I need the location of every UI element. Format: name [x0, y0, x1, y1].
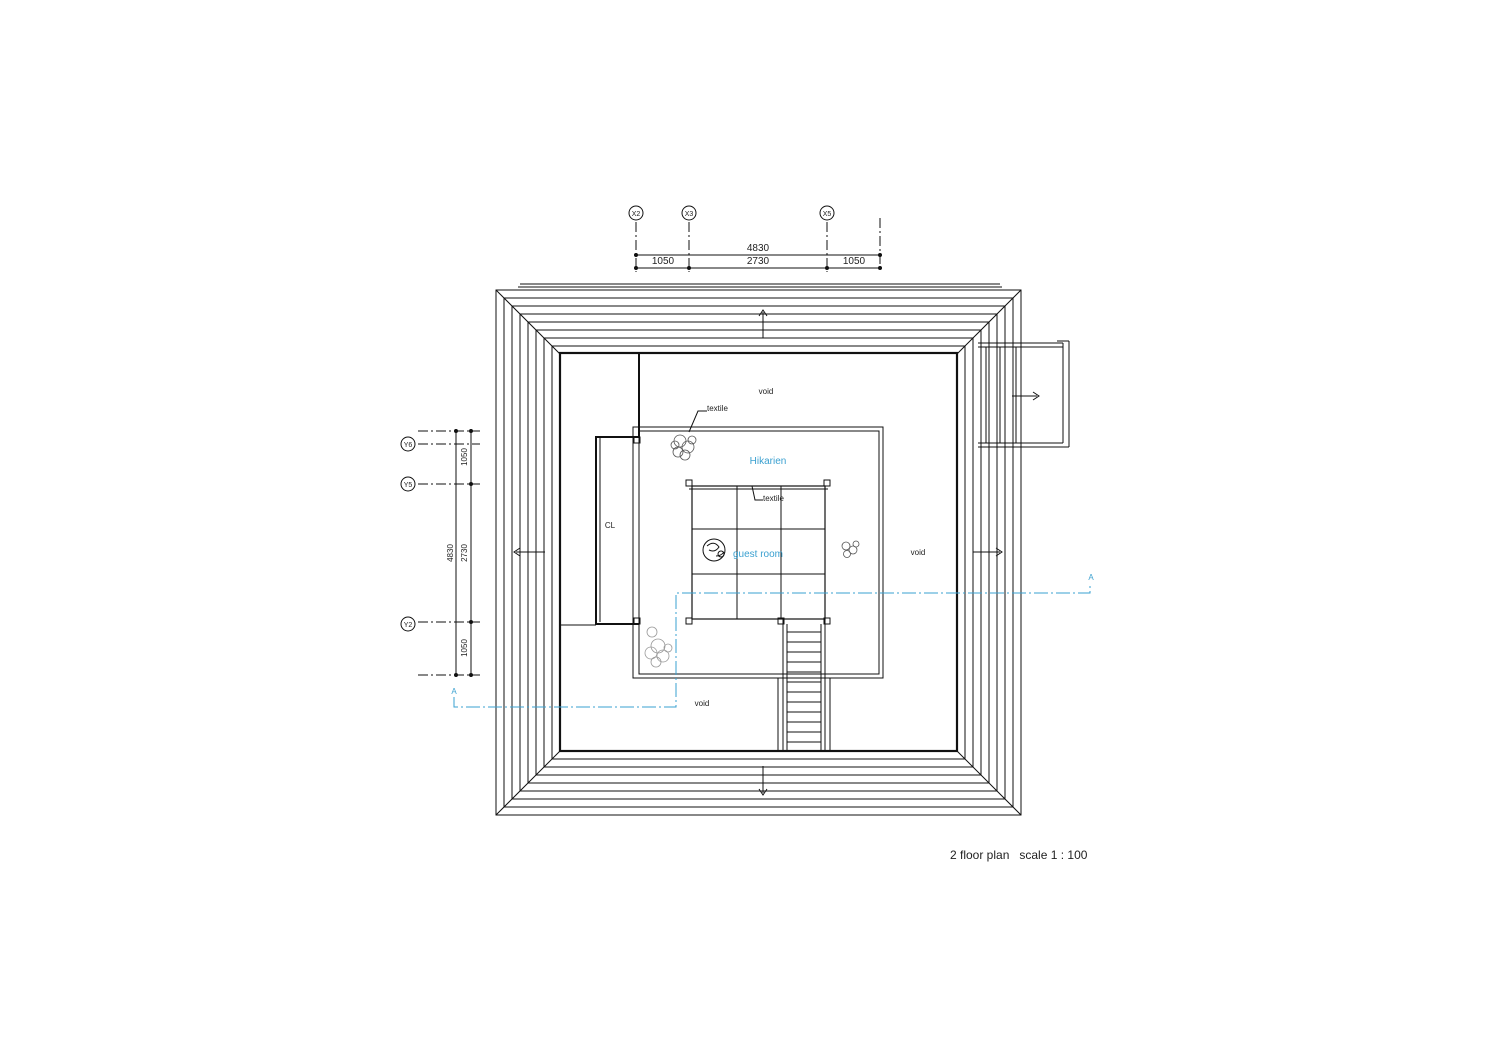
void-top-label: void: [759, 387, 774, 396]
plant-right: [841, 540, 860, 558]
right-balcony: [978, 340, 1070, 448]
top-total-dimension: 4830: [747, 243, 770, 254]
void-right-label: void: [911, 548, 926, 557]
left-dimension-3: 1050: [460, 639, 469, 657]
textile-note-2: textile: [763, 494, 784, 503]
person-symbol: [702, 538, 726, 562]
section-mark-left: A: [451, 687, 457, 696]
top-dimension-chain: [628, 205, 882, 272]
staircase: [777, 618, 831, 752]
textile-note-1: textile: [707, 404, 728, 413]
plant-symbols: [644, 434, 860, 668]
left-dimension-1: 1050: [460, 448, 469, 466]
hikarien-label: Hikarien: [750, 456, 787, 467]
slope-arrows: [513, 309, 1040, 796]
guest-room-label: guest room: [733, 549, 783, 560]
grid-axis-x2: X2: [632, 211, 641, 218]
plant-bottom-left: [644, 626, 673, 668]
section-mark-right: A: [1088, 573, 1094, 582]
plant-top-left: [670, 434, 697, 461]
void-bottom-label: void: [695, 699, 710, 708]
plan-labels: 4830 1050 2730 1050 X2 X3 X5 Y6 Y5 Y2 48…: [404, 211, 1095, 708]
section-line: [453, 583, 1091, 708]
plan-title: 2 floor plan scale 1 : 100: [950, 848, 1088, 862]
textile-leaders: [688, 410, 763, 501]
closet-label: CL: [605, 521, 616, 530]
grid-axis-y2: Y2: [404, 622, 413, 629]
guest-room-grid: [689, 485, 828, 620]
left-dimension-chain: [400, 429, 480, 677]
left-total-dimension: 4830: [446, 544, 455, 562]
top-dimension-2: 2730: [747, 256, 770, 267]
closet-walls: [560, 353, 640, 626]
grid-axis-x3: X3: [685, 211, 694, 218]
floor-boundary: [558, 351, 959, 753]
top-dimension-1: 1050: [652, 256, 675, 267]
grid-axis-y5: Y5: [404, 482, 413, 489]
hikarien-platform: [632, 426, 884, 679]
structural-columns: [633, 436, 831, 625]
grid-axis-y6: Y6: [404, 442, 413, 449]
grid-axis-x5: X5: [823, 211, 832, 218]
left-dimension-2: 2730: [460, 544, 469, 562]
top-dimension-3: 1050: [843, 256, 866, 267]
